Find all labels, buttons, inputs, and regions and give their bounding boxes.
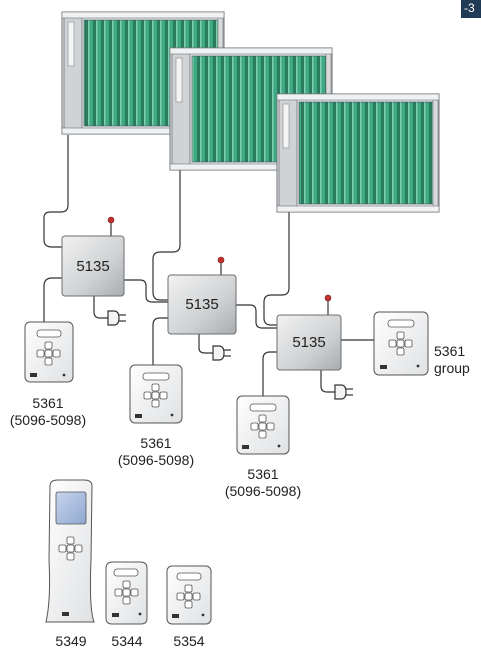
power-plug-3 <box>334 384 353 400</box>
handset-5344-label: 5344 <box>111 633 143 649</box>
power-plug-2 <box>212 345 231 361</box>
keypad-2-model: 5361 <box>140 435 172 451</box>
controller-box-2: 5135 <box>167 274 237 335</box>
power-cable-2 <box>198 334 213 354</box>
wire-controller2-keypad2 <box>152 317 168 365</box>
wire-controller3-keypad3 <box>262 351 277 396</box>
keypad-1 <box>24 321 74 383</box>
power-plug-1 <box>107 310 126 326</box>
power-cable-3 <box>320 370 335 393</box>
controller-1-label: 5135 <box>76 258 109 275</box>
keypad-3-model: 5361 <box>247 466 279 482</box>
handset-5344 <box>105 561 148 625</box>
keypad-1-range: (5096-5098) <box>9 412 87 428</box>
keypad-3 <box>236 395 290 455</box>
wire-controller2-link <box>236 304 277 329</box>
keypad-4-range: group <box>434 360 470 376</box>
handset-5349 <box>45 479 95 623</box>
antenna3-tip <box>324 294 332 302</box>
handset-5354-label: 5354 <box>173 633 205 649</box>
handset-5349-label: 5349 <box>55 633 87 649</box>
controller-3-label: 5135 <box>292 334 325 351</box>
curtain-unit-3 <box>276 93 440 213</box>
wire-curtain2-controller <box>152 160 181 301</box>
wire-curtain3-controller3 <box>263 205 290 326</box>
wire-controller1-link <box>124 279 168 303</box>
keypad-1-model: 5361 <box>32 395 64 411</box>
keypad-4 <box>373 311 429 376</box>
keypad-4-label: 5361 group <box>434 343 480 377</box>
wire-controller1-keypad1 <box>43 277 62 322</box>
keypad-3-range: (5096-5098) <box>224 483 302 499</box>
controller-2-label: 5135 <box>185 296 218 313</box>
keypad-1-label: 5361 (5096-5098) <box>0 395 96 429</box>
keypad-3-label: 5361 (5096-5098) <box>215 466 311 500</box>
controller-box-3: 5135 <box>276 314 342 371</box>
handset-5354 <box>166 565 212 625</box>
wiring <box>43 135 374 396</box>
keypad-2-range: (5096-5098) <box>117 452 195 468</box>
wire-curtain1-controller1 <box>43 135 69 248</box>
antenna2-tip <box>217 256 225 264</box>
keypad-2 <box>129 364 183 424</box>
keypad-4-model: 5361 <box>434 343 466 359</box>
corner-tab: -3 <box>461 0 481 18</box>
antenna1-tip <box>107 216 115 224</box>
power-cable-1 <box>93 296 108 319</box>
controller-box-1: 5135 <box>61 235 125 297</box>
keypad-2-label: 5361 (5096-5098) <box>108 435 204 469</box>
